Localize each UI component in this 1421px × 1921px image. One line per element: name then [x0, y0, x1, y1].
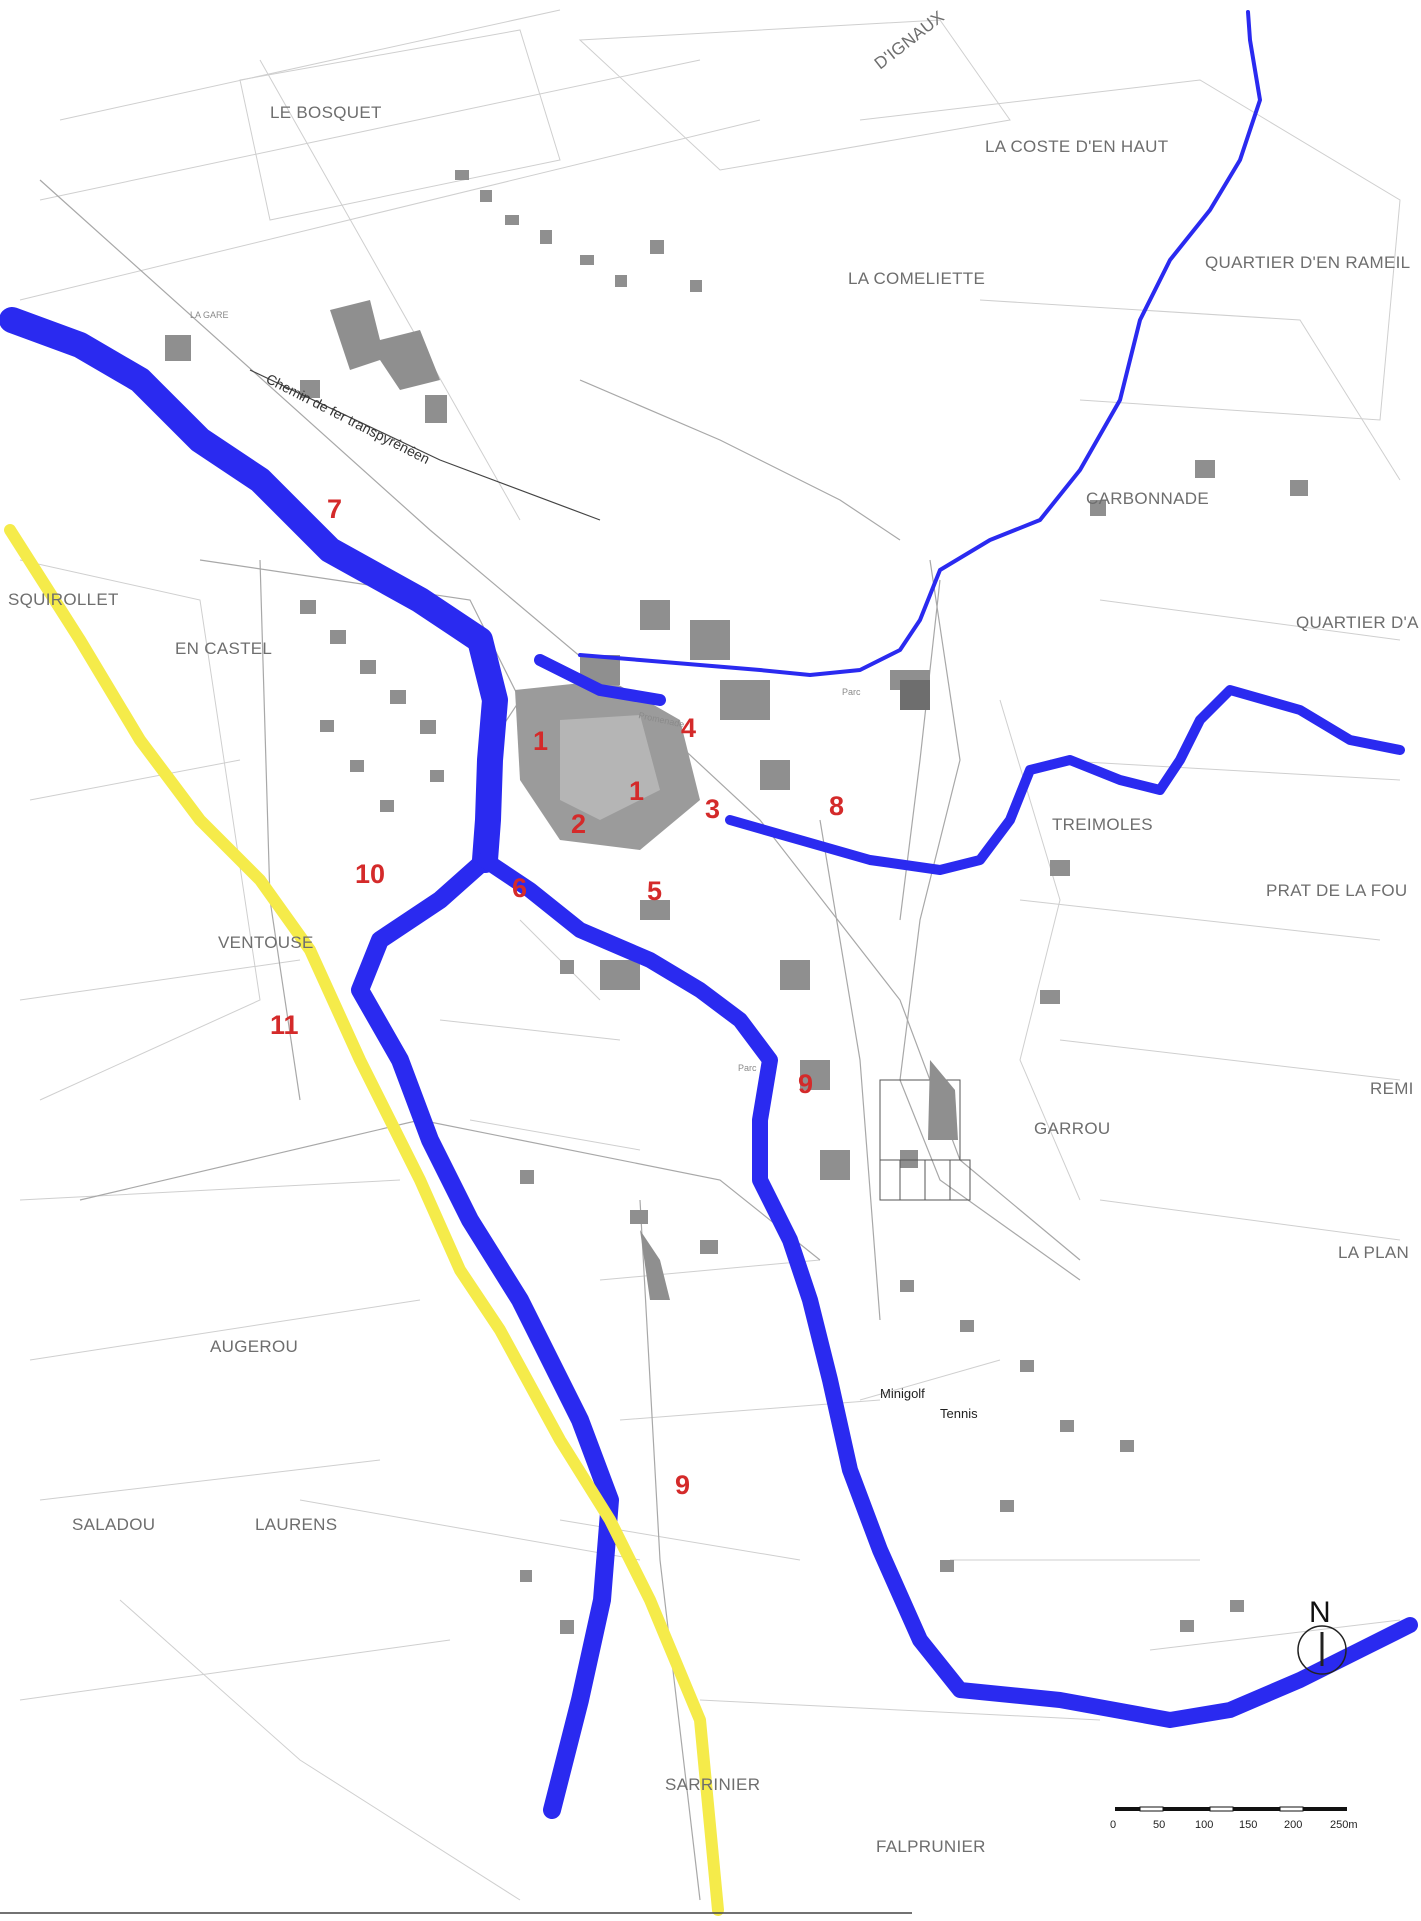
marker-4: 4: [681, 713, 696, 743]
marker-7: 7: [327, 494, 342, 524]
north-arrow-label: N: [1309, 1596, 1331, 1629]
scale-bar: 0 50 100 150 200 250m: [1110, 1806, 1358, 1831]
place-carbonnade: CARBONNADE: [1086, 489, 1209, 508]
number-markers: 1 1 2 3 4 5 6 7 8 9 9 10 11: [270, 494, 844, 1500]
label-parc-1: Parc: [842, 687, 861, 697]
label-parc-2: Parc: [738, 1063, 757, 1073]
place-labels: LE BOSQUET D'IGNAUX LA COSTE D'EN HAUT Q…: [8, 7, 1419, 1856]
marker-2: 2: [571, 809, 586, 839]
place-remi: REMI: [1370, 1079, 1414, 1098]
place-squirolet: SQUIROLLET: [8, 590, 119, 609]
boundary-line: [4, 524, 724, 1916]
place-la-comeliette: LA COMELIETTE: [848, 269, 985, 288]
scale-tick-150: 150: [1239, 1819, 1257, 1831]
marker-1b: 1: [629, 776, 644, 806]
place-laurens: LAURENS: [255, 1515, 337, 1534]
label-minigolf: Minigolf: [880, 1386, 925, 1401]
place-falprunier: FALPRUNIER: [876, 1837, 986, 1856]
north-arrow: N: [1297, 1596, 1347, 1675]
scale-tick-50: 50: [1153, 1819, 1165, 1831]
marker-6: 6: [512, 873, 527, 903]
railway-line: [249, 369, 601, 521]
place-en-castel: EN CASTEL: [175, 639, 272, 658]
place-sarrinier: SARRINIER: [665, 1775, 760, 1794]
rivers: [0, 10, 1418, 1819]
place-saladou: SALADOU: [72, 1515, 155, 1534]
place-ventouse: VENTOUSE: [218, 933, 314, 952]
place-le-bosquet: LE BOSQUET: [270, 103, 382, 122]
place-prat-de-la-fou: PRAT DE LA FOU: [1266, 881, 1408, 900]
marker-9b: 9: [675, 1470, 690, 1500]
place-garrou: GARROU: [1034, 1119, 1110, 1138]
place-treimoles: TREIMOLES: [1052, 815, 1153, 834]
place-quartier-d-a: QUARTIER D'A: [1296, 613, 1419, 632]
place-quartier-d-en-rameil: QUARTIER D'EN RAMEIL: [1205, 253, 1410, 272]
label-tennis: Tennis: [940, 1406, 978, 1421]
place-la-plan: LA PLAN: [1338, 1243, 1409, 1262]
marker-11: 11: [270, 1010, 299, 1040]
scale-tick-100: 100: [1195, 1819, 1213, 1831]
parcel-lines: [19, 9, 1401, 1901]
marker-3: 3: [705, 794, 720, 824]
buildings: [165, 170, 1308, 1634]
marker-8: 8: [829, 791, 844, 821]
sports-area: [879, 1060, 971, 1201]
scale-tick-250m: 250m: [1330, 1819, 1358, 1831]
marker-9a: 9: [798, 1069, 813, 1099]
place-augerou: AUGEROU: [210, 1337, 298, 1356]
scale-tick-0: 0: [1110, 1819, 1116, 1831]
marker-5: 5: [647, 876, 662, 906]
marker-1a: 1: [533, 726, 548, 756]
place-la-gare: LA GARE: [190, 310, 229, 320]
scale-tick-200: 200: [1284, 1819, 1302, 1831]
place-la-coste-d-en-haut: LA COSTE D'EN HAUT: [985, 137, 1168, 156]
marker-10: 10: [355, 859, 385, 889]
